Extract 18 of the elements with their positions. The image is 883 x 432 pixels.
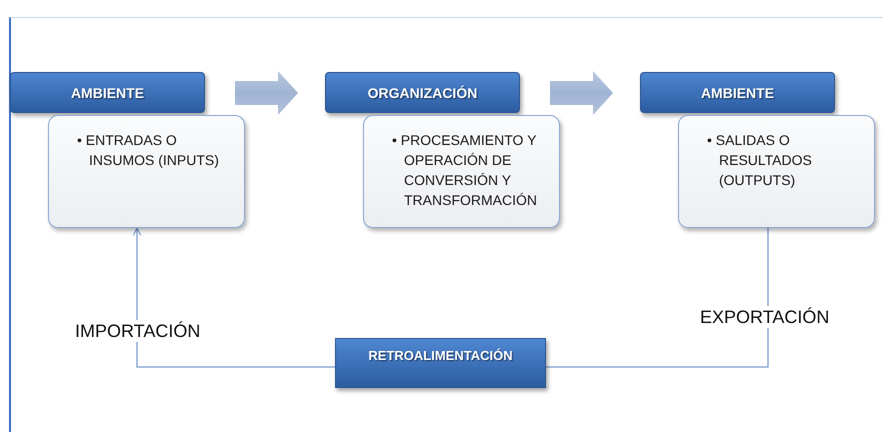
header-title: ORGANIZACIÓN (366, 84, 478, 102)
header-title: AMBIENTE (70, 84, 146, 102)
feedback-box (335, 338, 546, 388)
bullet-text: • PROCESAMIENTO Y OPERACIÓN DE CONVERSIÓN Y TRANSFORMACIÓN (392, 131, 538, 210)
content-card (48, 115, 245, 228)
connector-line (132, 227, 335, 368)
block-arrow (550, 71, 613, 115)
header-box (325, 72, 520, 113)
box-title: RETROALIMENTACIÓN (367, 347, 514, 365)
content-card (363, 115, 560, 228)
header-title: AMBIENTE (700, 84, 776, 102)
bullet-text: • ENTRADAS O INSUMOS (INPUTS) (77, 131, 220, 170)
block-arrow (235, 71, 298, 115)
connector-line (546, 228, 769, 368)
content-card (678, 115, 875, 228)
header-box (640, 72, 835, 113)
bullet-text: • SALIDAS O RESULTADOS (OUTPUTS) (707, 131, 813, 190)
header-box (10, 72, 205, 113)
